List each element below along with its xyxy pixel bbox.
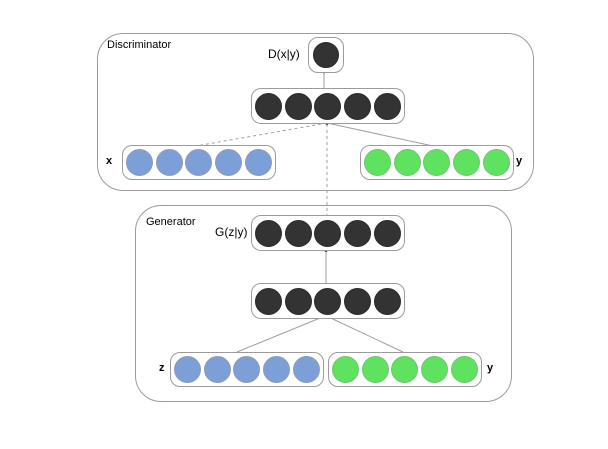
neuron-node: [421, 356, 449, 383]
x-input-label: x: [106, 155, 113, 167]
generator-z-input-row: [170, 352, 324, 387]
neuron-node: [363, 149, 391, 176]
neuron-node: [203, 356, 231, 383]
neuron-node: [254, 92, 282, 120]
generator-output-label: G(z|y): [215, 225, 248, 239]
neuron-node: [245, 149, 273, 176]
neuron-node: [314, 219, 342, 247]
neuron-node: [313, 42, 339, 68]
neuron-node: [374, 219, 402, 247]
z-input-label: z: [159, 362, 165, 374]
discriminator-y-input-label: y: [516, 155, 523, 167]
discriminator-y-input-row: [360, 145, 514, 180]
discriminator-hidden-node-row: [251, 88, 405, 124]
neuron-node: [344, 219, 372, 247]
neuron-node: [453, 149, 481, 176]
discriminator-container-box: [97, 33, 534, 191]
neuron-node: [391, 356, 419, 383]
neuron-node: [284, 287, 312, 315]
neuron-node: [374, 287, 402, 315]
generator-container-box: [135, 205, 512, 402]
neuron-node: [284, 92, 312, 120]
neuron-node: [293, 356, 321, 383]
generator-y-input-label: y: [487, 362, 494, 374]
neuron-node: [483, 149, 511, 176]
discriminator-output-node-row: [308, 37, 344, 73]
neuron-node: [423, 149, 451, 176]
discriminator-output-label: D(x|y): [268, 47, 300, 61]
neuron-node: [254, 219, 282, 247]
neuron-node: [215, 149, 243, 176]
neuron-node: [331, 356, 359, 383]
neuron-node: [451, 356, 479, 383]
generator-hidden-node-row: [251, 283, 405, 319]
neuron-node: [233, 356, 261, 383]
generator-title: Generator: [146, 216, 196, 228]
neuron-node: [393, 149, 421, 176]
neuron-node: [314, 92, 342, 120]
neuron-node: [344, 287, 372, 315]
neuron-node: [155, 149, 183, 176]
generator-output-node-row: [251, 215, 405, 251]
discriminator-title: Discriminator: [107, 39, 172, 51]
generator-y-input-row: [328, 352, 482, 387]
neuron-node: [173, 356, 201, 383]
neuron-node: [284, 219, 312, 247]
discriminator-x-input-row: [122, 145, 276, 180]
neuron-node: [125, 149, 153, 176]
neuron-node: [254, 287, 282, 315]
neuron-node: [185, 149, 213, 176]
neuron-node: [344, 92, 372, 120]
neuron-node: [314, 287, 342, 315]
neuron-node: [374, 92, 402, 120]
neuron-node: [263, 356, 291, 383]
neuron-node: [361, 356, 389, 383]
